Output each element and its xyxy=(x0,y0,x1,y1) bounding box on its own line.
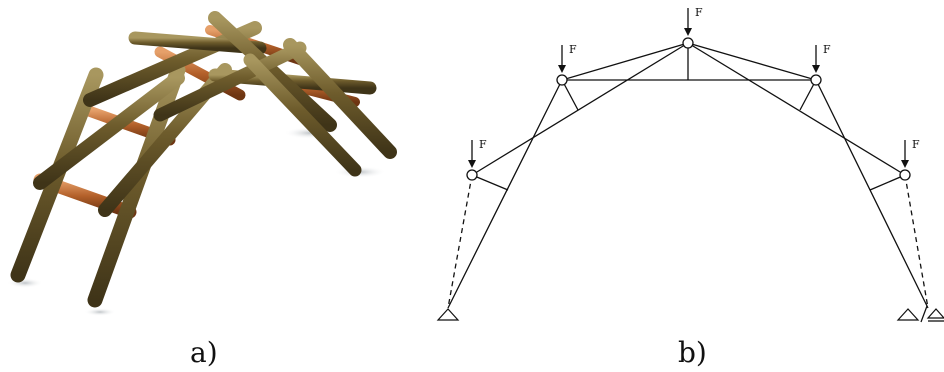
load-arrows xyxy=(468,8,909,168)
node-5 xyxy=(899,169,911,181)
node-4 xyxy=(810,74,822,86)
panel-a-bridge-illustration xyxy=(7,11,397,316)
caption-b: b) xyxy=(678,336,707,369)
load-label-node-4: F xyxy=(823,43,831,56)
load-arrow-node-4 xyxy=(812,45,820,73)
node-3 xyxy=(682,37,694,49)
node-1 xyxy=(466,169,478,181)
panel-b-structural-diagram: F F F F F xyxy=(436,6,944,323)
pin-support-left xyxy=(436,308,460,321)
truss-nodes xyxy=(466,37,911,181)
supports xyxy=(436,305,944,323)
load-arrow-node-2 xyxy=(558,45,566,73)
load-label-node-5: F xyxy=(912,138,920,151)
roller-support-right xyxy=(896,305,944,323)
wooden-logs xyxy=(10,11,397,308)
node-2 xyxy=(556,74,568,86)
load-label-node-1: F xyxy=(479,138,487,151)
load-labels: F F F F F xyxy=(479,6,920,151)
caption-a: a) xyxy=(190,336,218,369)
load-label-node-2: F xyxy=(569,43,577,56)
load-arrow-node-1 xyxy=(468,140,476,168)
load-label-node-3: F xyxy=(695,6,703,19)
load-arrow-node-3 xyxy=(684,8,692,36)
truss-members xyxy=(447,42,929,309)
load-arrow-node-5 xyxy=(901,140,909,168)
